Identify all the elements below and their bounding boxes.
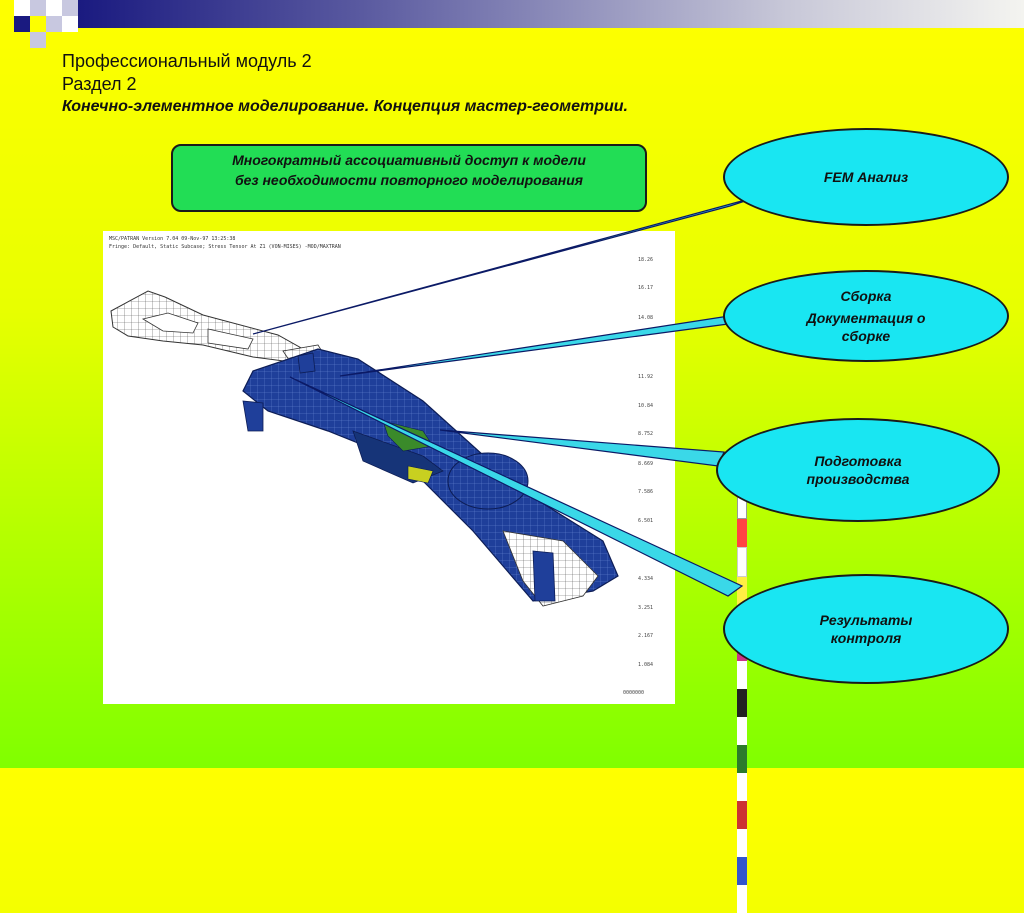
- legend-tick: 5.418: [638, 547, 654, 553]
- decor-square: [62, 16, 78, 32]
- bubble-fem-analysis: FEM Анализ: [723, 128, 1009, 226]
- fem-header-line-1: MSC/PATRAN Version 7.04 09-Nov-97 13:25:…: [109, 236, 236, 242]
- bubble-inspection-results: Результаты контроля: [723, 574, 1009, 684]
- decor-square: [30, 0, 46, 16]
- stress-legend-bar: [737, 489, 747, 913]
- bubble-assembly: Сборка Документация о сборке: [723, 270, 1009, 362]
- fem-header-line-2: Fringe: Default, Static Subcase; Stress …: [109, 244, 341, 250]
- legend-tick: 6.501: [638, 518, 654, 524]
- callout-line-1: Многократный ассоциативный доступ к моде…: [232, 152, 586, 168]
- decor-square: [62, 0, 78, 16]
- decor-square: [30, 32, 46, 48]
- legend-tick: 10.84: [638, 403, 654, 409]
- fem-mesh-drawing: [110, 290, 619, 607]
- callout-line-2: без необходимости повторного моделирован…: [234, 172, 584, 188]
- bubble-label: Результаты: [819, 612, 913, 628]
- bubble-label: Сборка: [840, 288, 892, 304]
- decor-gradient-band: [78, 0, 1024, 28]
- bubble-label: контроля: [830, 630, 902, 646]
- decor-square: [46, 0, 62, 16]
- section-title: Раздел 2: [62, 74, 137, 94]
- legend-tick: 3.251: [638, 605, 654, 611]
- fem-model-image: MSC/PATRAN Version 7.04 09-Nov-97 13:25:…: [103, 231, 747, 913]
- decor-square: [14, 0, 30, 16]
- callout-box: Многократный ассоциативный доступ к моде…: [171, 144, 647, 212]
- bubble-label: Подготовка: [814, 453, 902, 469]
- legend-tick: 0000000: [623, 690, 645, 696]
- bubble-production-prep: Подготовка производства: [716, 418, 1000, 522]
- decor-square: [46, 16, 62, 32]
- legend-tick: 18.26: [638, 257, 654, 263]
- slide-decoration-bar: [0, 0, 1024, 48]
- topic-subtitle: Конечно-элементное моделирование. Концеп…: [62, 98, 628, 115]
- legend-tick: 16.17: [638, 285, 654, 291]
- bubble-label: FEM Анализ: [823, 169, 909, 185]
- legend-tick: 11.92: [638, 374, 654, 380]
- decor-square: [14, 16, 30, 32]
- legend-tick: 8.669: [638, 461, 654, 467]
- legend-tick: 7.586: [638, 489, 654, 495]
- legend-tick: 8.752: [638, 431, 654, 437]
- slide-title: Профессиональный модуль 2 Раздел 2 Конеч…: [62, 50, 962, 118]
- legend-tick: 1.084: [638, 662, 654, 668]
- legend-tick: 14.08: [638, 315, 654, 321]
- module-title: Профессиональный модуль 2: [62, 51, 312, 71]
- legend-tick: 2.167: [638, 633, 654, 639]
- bubble-label: Документация о сборке: [806, 310, 926, 344]
- legend-tick: 4.334: [638, 576, 654, 582]
- bubble-label: производства: [806, 471, 910, 487]
